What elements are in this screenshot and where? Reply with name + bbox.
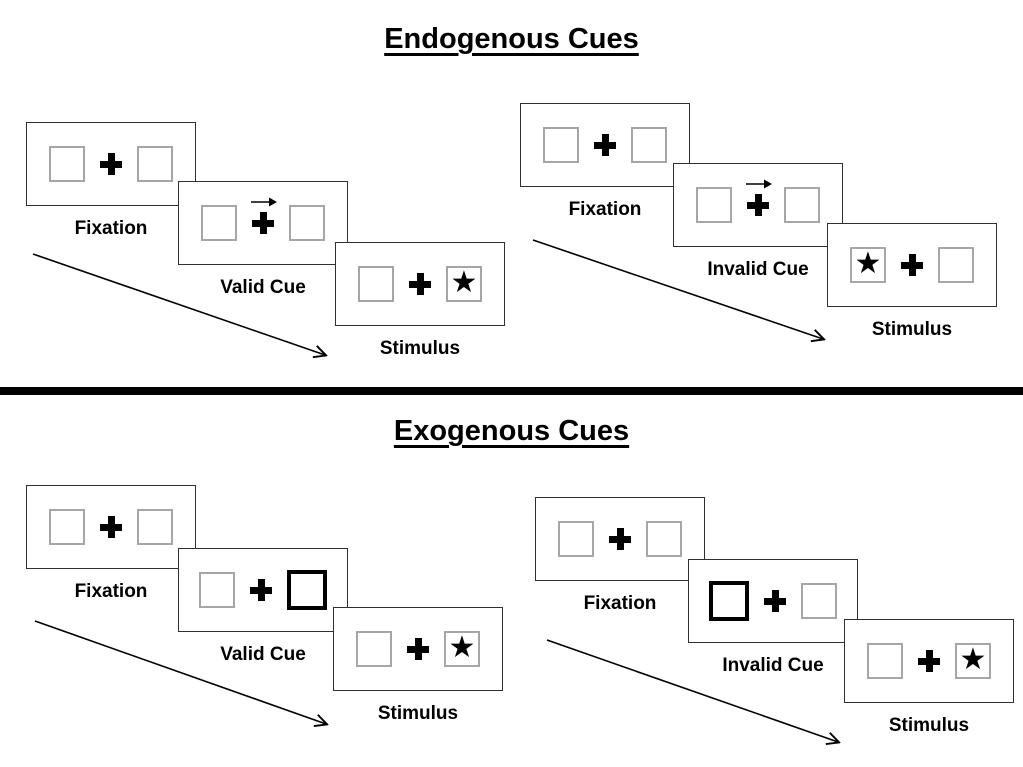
placeholder-box [631, 127, 667, 163]
placeholder-box [358, 266, 394, 302]
frame-label: Fixation [74, 218, 148, 239]
cue-arrow-icon [746, 179, 772, 189]
frame-valid-cue: Valid Cue [178, 181, 348, 299]
star-box: ★ [444, 631, 480, 667]
cue-arrow-icon [251, 197, 277, 207]
placeholder-box [646, 521, 682, 557]
star-icon: ★ [959, 642, 987, 677]
placeholder-box [543, 127, 579, 163]
frame-panel [178, 548, 348, 632]
frame-fixation: Fixation [26, 485, 196, 603]
placeholder-box [289, 205, 325, 241]
placeholder-box [49, 509, 85, 545]
placeholder-box [938, 247, 974, 283]
fixation-cross-icon [409, 273, 431, 295]
placeholder-box [356, 631, 392, 667]
frame-stimulus: ★ Stimulus [827, 223, 997, 341]
frame-panel: ★ [827, 223, 997, 307]
fixation-cross-icon [918, 650, 940, 672]
frame-label: Invalid Cue [707, 259, 809, 280]
fixation-cross-icon [764, 590, 786, 612]
frame-label: Valid Cue [220, 277, 306, 298]
star-box: ★ [955, 643, 991, 679]
fixation-cross-icon [100, 153, 122, 175]
fixation-cross-icon [252, 212, 274, 234]
frame-fixation: Fixation [535, 497, 705, 615]
placeholder-box [867, 643, 903, 679]
placeholder-box [137, 509, 173, 545]
frame-label: Stimulus [871, 319, 953, 340]
frame-panel: ★ [333, 607, 503, 691]
frame-panel [26, 485, 196, 569]
placeholder-box [201, 205, 237, 241]
placeholder-box [696, 187, 732, 223]
frame-label: Stimulus [379, 338, 461, 359]
fixation-cross-icon [100, 516, 122, 538]
placeholder-box [199, 572, 235, 608]
frame-valid-cue: Valid Cue [178, 548, 348, 666]
placeholder-box [784, 187, 820, 223]
section-divider [0, 387, 1023, 395]
frame-label: Fixation [583, 593, 657, 614]
frame-label: Stimulus [377, 703, 459, 724]
placeholder-box [801, 583, 837, 619]
placeholder-box [558, 521, 594, 557]
frame-panel: ★ [844, 619, 1014, 703]
fixation-cross-icon [901, 254, 923, 276]
frame-panel [535, 497, 705, 581]
star-icon: ★ [448, 630, 476, 665]
frame-label: Stimulus [888, 715, 970, 736]
frame-panel [688, 559, 858, 643]
frame-stimulus: ★ Stimulus [844, 619, 1014, 737]
frame-label: Valid Cue [220, 644, 306, 665]
placeholder-box [137, 146, 173, 182]
fixation-cross-icon [250, 579, 272, 601]
star-icon: ★ [854, 246, 882, 281]
frame-label: Invalid Cue [722, 655, 824, 676]
section-title-text: Exogenous Cues [393, 415, 630, 447]
frame-panel [520, 103, 690, 187]
section-title-text: Endogenous Cues [384, 23, 639, 55]
star-icon: ★ [450, 265, 478, 300]
highlighted-box [287, 570, 327, 610]
star-box: ★ [850, 247, 886, 283]
highlighted-box [709, 581, 749, 621]
frame-fixation: Fixation [26, 122, 196, 240]
frame-panel [673, 163, 843, 247]
star-box: ★ [446, 266, 482, 302]
fixation-cross-icon [594, 134, 616, 156]
frame-panel [26, 122, 196, 206]
frame-label: Fixation [74, 581, 148, 602]
frame-fixation: Fixation [520, 103, 690, 221]
section-title-endogenous: Endogenous Cues [0, 22, 1023, 56]
fixation-cross-icon [407, 638, 429, 660]
frame-invalid-cue: Invalid Cue [688, 559, 858, 677]
frame-stimulus: ★ Stimulus [333, 607, 503, 725]
section-title-exogenous: Exogenous Cues [0, 414, 1023, 448]
placeholder-box [49, 146, 85, 182]
fixation-cross-icon [609, 528, 631, 550]
frame-panel [178, 181, 348, 265]
frame-panel: ★ [335, 242, 505, 326]
frame-stimulus: ★ Stimulus [335, 242, 505, 360]
fixation-cross-icon [747, 194, 769, 216]
frame-invalid-cue: Invalid Cue [673, 163, 843, 281]
frame-label: Fixation [568, 199, 642, 220]
